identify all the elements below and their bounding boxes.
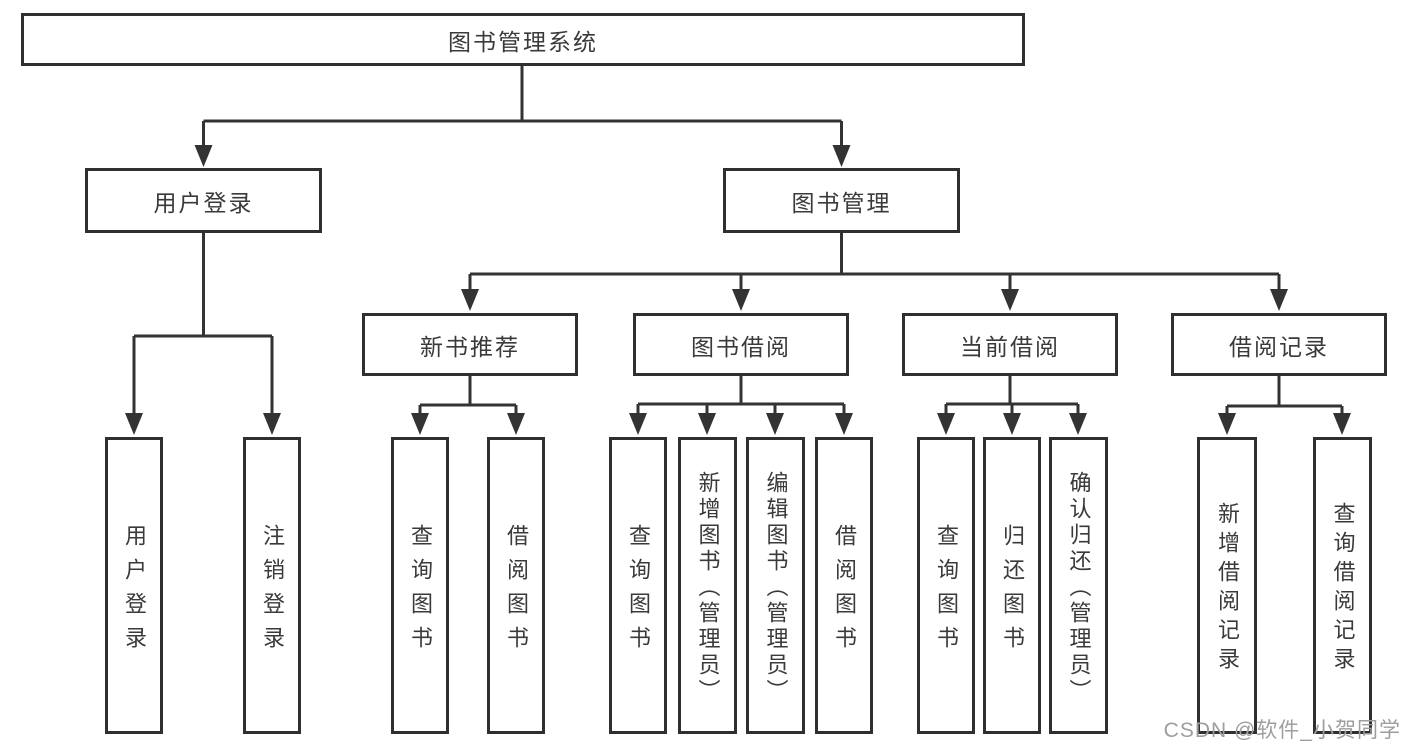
node-new-book-recommend: 新书推荐 xyxy=(362,313,578,376)
node-book-management-label: 图书管理 xyxy=(791,189,892,216)
leaf-add-books-admin: 新增图书（管理员） xyxy=(678,437,737,734)
node-borrow-records-label: 借阅记录 xyxy=(1229,333,1329,360)
arrow-icon xyxy=(461,289,479,311)
node-user-login-label: 用户登录 xyxy=(153,189,254,216)
arrow-icon xyxy=(732,289,750,311)
node-book-management: 图书管理 xyxy=(723,168,960,233)
arrow-icon xyxy=(766,413,784,435)
arrow-icon xyxy=(125,413,143,435)
leaf-edit-books-admin: 编辑图书（管理员） xyxy=(746,437,805,734)
watermark: CSDN @软件_小贺同学 xyxy=(1163,719,1401,742)
node-book-borrowing: 图书借阅 xyxy=(633,313,849,376)
node-root-label: 图书管理系统 xyxy=(448,28,598,55)
leaf-return-books: 归还图书 xyxy=(983,437,1041,734)
arrow-icon xyxy=(937,413,955,435)
node-current-borrowing: 当前借阅 xyxy=(902,313,1118,376)
arrow-icon xyxy=(835,413,853,435)
node-root: 图书管理系统 xyxy=(21,13,1025,66)
node-new-book-recommend-label: 新书推荐 xyxy=(420,333,520,360)
arrow-icon xyxy=(411,413,429,435)
arrowheads xyxy=(125,145,1351,435)
leaf-query-books-borrow: 查询图书 xyxy=(609,437,667,734)
node-current-borrowing-label: 当前借阅 xyxy=(960,333,1060,360)
arrow-icon xyxy=(1069,413,1087,435)
arrow-icon xyxy=(1001,289,1019,311)
leaf-borrow-books-recommend: 借阅图书 xyxy=(487,437,545,734)
arrow-icon xyxy=(698,413,716,435)
node-borrow-records: 借阅记录 xyxy=(1171,313,1387,376)
arrow-icon xyxy=(1003,413,1021,435)
arrow-icon xyxy=(194,145,213,167)
arrow-icon xyxy=(1218,413,1236,435)
leaf-add-borrow-record: 新增借阅记录 xyxy=(1197,437,1257,734)
arrow-icon xyxy=(507,413,525,435)
leaf-borrow-books: 借阅图书 xyxy=(815,437,873,734)
arrow-icon xyxy=(629,413,647,435)
tree-buses xyxy=(132,66,1344,415)
leaf-confirm-return-admin: 确认归还（管理员） xyxy=(1049,437,1108,734)
leaf-query-borrow-record: 查询借阅记录 xyxy=(1313,437,1372,734)
arrow-icon xyxy=(832,145,851,167)
node-user-login: 用户登录 xyxy=(85,168,322,233)
node-book-borrowing-label: 图书借阅 xyxy=(691,333,791,360)
leaf-logout: 注销登录 xyxy=(243,437,301,734)
leaf-user-login: 用户登录 xyxy=(105,437,163,734)
leaf-query-books-current: 查询图书 xyxy=(917,437,975,734)
arrow-icon xyxy=(1270,289,1288,311)
arrow-icon xyxy=(1333,413,1351,435)
leaf-query-books-recommend: 查询图书 xyxy=(391,437,449,734)
arrow-icon xyxy=(263,413,281,435)
